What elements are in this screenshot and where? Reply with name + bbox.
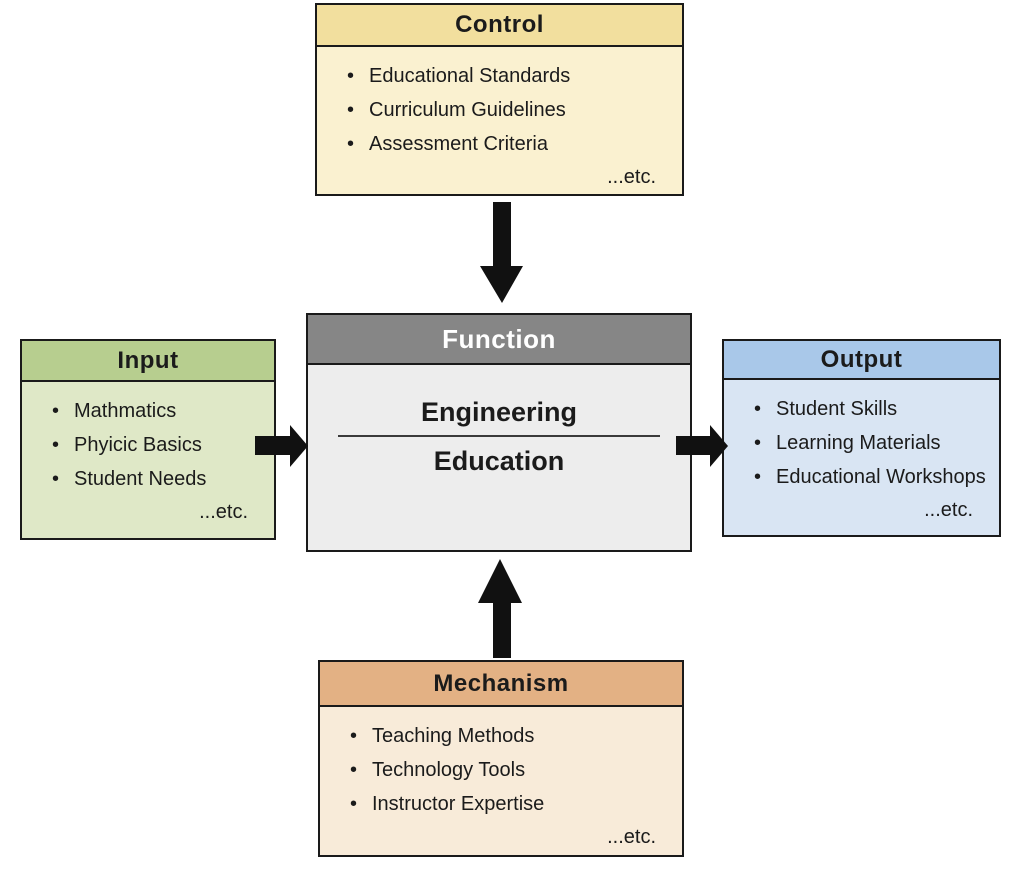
function-box-body: Engineering Education [308, 365, 690, 552]
list-item: • Instructor Expertise [350, 787, 660, 821]
list-item: • Teaching Methods [350, 719, 660, 753]
output-box-header: Output [724, 341, 999, 380]
bullet-icon: • [347, 133, 355, 155]
control-box-header: Control [317, 5, 682, 47]
mechanism-box-header: Mechanism [320, 662, 682, 707]
bullet-icon: • [350, 793, 358, 815]
bullet-icon: • [350, 725, 358, 747]
bullet-icon: • [52, 468, 60, 490]
item-text: Learning Materials [776, 432, 941, 454]
item-text: Student Skills [776, 398, 898, 420]
list-item: • Curriculum Guidelines [347, 93, 660, 127]
etc-label: ...etc. [199, 501, 248, 523]
input-box-title: Input [117, 346, 179, 374]
mechanism-box-body: • Teaching Methods • Technology Tools • … [320, 707, 682, 863]
control-box: Control • Educational Standards • Curric… [315, 3, 684, 196]
function-title-line1: Engineering [420, 397, 577, 427]
input-box-body: • Mathmatics • Phyicic Basics • Student … [22, 382, 274, 538]
item-text: Phyicic Basics [74, 434, 202, 456]
bullet-icon: • [347, 99, 355, 121]
item-text: Educational Standards [369, 65, 571, 87]
bullet-icon: • [347, 65, 355, 87]
input-box: Input • Mathmatics • Phyicic Basics • St… [20, 339, 276, 540]
bullet-icon: • [52, 400, 60, 422]
etc-label: ...etc. [924, 499, 973, 521]
output-box: Output • Student Skills • Learning Mater… [722, 339, 1001, 537]
item-text: Instructor Expertise [372, 793, 545, 815]
bullet-icon: • [52, 434, 60, 456]
divider-line [338, 435, 660, 437]
list-item: • Assessment Criteria [347, 127, 660, 161]
etc-label: ...etc. [607, 166, 656, 188]
list-item: • Student Needs [52, 462, 252, 496]
control-box-body: • Educational Standards • Curriculum Gui… [317, 47, 682, 203]
item-text: Educational Workshops [776, 466, 986, 488]
list-item: • Educational Standards [347, 59, 660, 93]
control-to-function-arrow-icon [480, 202, 523, 303]
bullet-icon: • [350, 759, 358, 781]
bullet-icon: • [754, 398, 762, 420]
item-text: Mathmatics [74, 400, 177, 422]
list-item: • Mathmatics [52, 394, 252, 428]
bullet-icon: • [754, 466, 762, 488]
function-title-line2: Education [433, 446, 565, 476]
list-item: • Phyicic Basics [52, 428, 252, 462]
output-box-title: Output [820, 345, 903, 373]
item-text: Student Needs [74, 468, 207, 490]
etc-label: ...etc. [607, 826, 656, 848]
list-item: • Student Skills [754, 392, 977, 426]
mechanism-box-title: Mechanism [433, 669, 569, 697]
mechanism-to-function-arrow-icon [478, 559, 522, 658]
list-item: • Technology Tools [350, 753, 660, 787]
item-text: Assessment Criteria [369, 133, 548, 155]
item-text: Curriculum Guidelines [369, 99, 566, 121]
list-item: • Learning Materials [754, 426, 977, 460]
input-box-header: Input [22, 341, 274, 382]
function-box-header: Function [308, 315, 690, 365]
item-text: Technology Tools [372, 759, 526, 781]
item-text: Teaching Methods [372, 725, 535, 747]
bullet-icon: • [754, 432, 762, 454]
output-box-body: • Student Skills • Learning Materials • … [724, 380, 999, 536]
list-item: • Educational Workshops [754, 460, 986, 494]
function-box-title: Function [442, 323, 556, 354]
mechanism-box: Mechanism • Teaching Methods • Technolog… [318, 660, 684, 857]
control-box-title: Control [455, 11, 544, 38]
function-box: Function Engineering Education [306, 313, 692, 552]
